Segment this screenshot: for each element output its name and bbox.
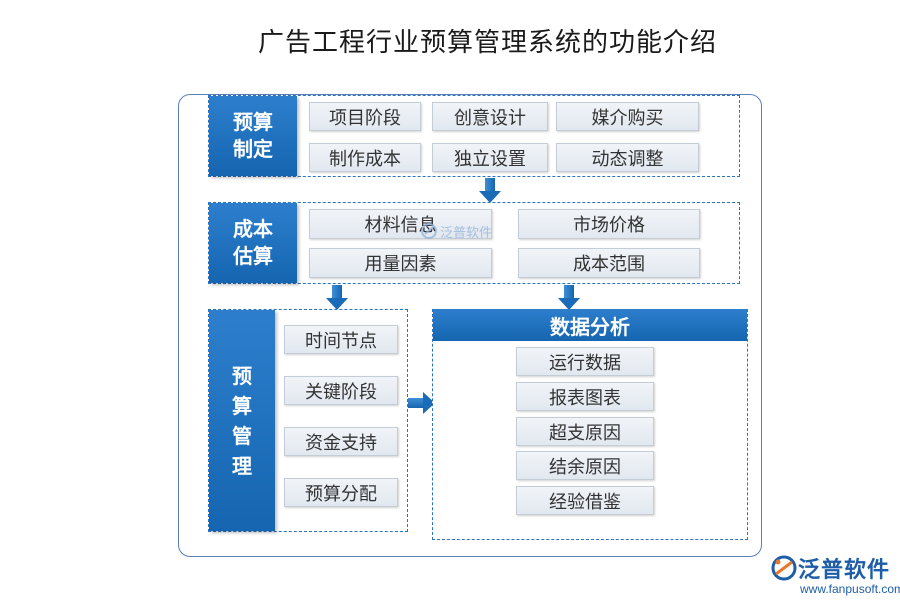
budget-management-label: 预 算 管 理 xyxy=(209,310,275,531)
brand-url: www.fanpusoft.com xyxy=(800,582,900,596)
chip-overspend-reason: 超支原因 xyxy=(516,417,654,446)
chip-independent-setting: 独立设置 xyxy=(432,143,548,172)
chip-dynamic-adjust: 动态调整 xyxy=(556,143,699,172)
chip-material-info: 材料信息 xyxy=(309,209,492,239)
chip-project-stage: 项目阶段 xyxy=(309,102,421,131)
watermark-small-text: 泛普软件 xyxy=(440,225,493,241)
fanpu-logo-icon xyxy=(771,555,797,581)
arrow-down-icon xyxy=(326,285,348,311)
chip-creative-design: 创意设计 xyxy=(432,102,548,131)
chip-time-node: 时间节点 xyxy=(284,325,398,354)
diagram-frame xyxy=(178,94,762,557)
brand-logo: 泛普软件 www.fanpusoft.com xyxy=(770,552,900,598)
chip-key-stage: 关键阶段 xyxy=(284,376,398,405)
chip-usage-factor: 用量因素 xyxy=(309,248,492,278)
data-analysis-title: 数据分析 xyxy=(433,309,747,341)
arrow-down-icon xyxy=(558,285,580,311)
chip-production-cost: 制作成本 xyxy=(309,143,421,172)
chip-budget-allocation: 预算分配 xyxy=(284,478,398,507)
fanpu-logo-icon xyxy=(421,223,437,239)
chip-experience-lesson: 经验借鉴 xyxy=(516,486,654,515)
arrow-down-icon xyxy=(479,178,501,204)
chip-cost-range: 成本范围 xyxy=(518,248,700,278)
chip-market-price: 市场价格 xyxy=(518,209,700,239)
budget-making-label: 预算 制定 xyxy=(209,96,297,176)
chip-fund-support: 资金支持 xyxy=(284,427,398,456)
chip-surplus-reason: 结余原因 xyxy=(516,451,654,480)
brand-name: 泛普软件 xyxy=(798,558,891,583)
watermark-small: 泛普软件 xyxy=(420,220,496,242)
chip-running-data: 运行数据 xyxy=(516,347,654,376)
chip-report-chart: 报表图表 xyxy=(516,382,654,411)
chip-media-purchase: 媒介购买 xyxy=(556,102,699,131)
page-title: 广告工程行业预算管理系统的功能介绍 xyxy=(257,28,717,58)
cost-estimation-label: 成本 估算 xyxy=(209,203,297,283)
